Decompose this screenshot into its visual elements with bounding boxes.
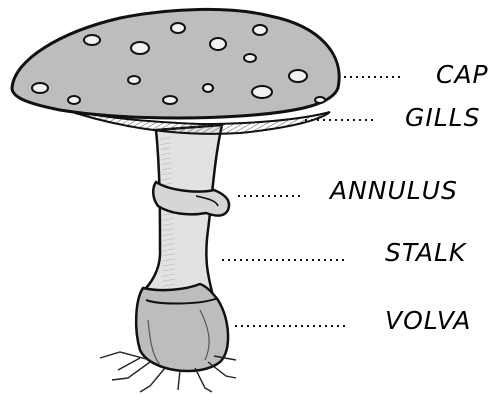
annulus-label: ANNULUS <box>330 176 458 205</box>
stalk-label: STALK <box>385 238 466 267</box>
volva-label: VOLVA <box>385 306 471 335</box>
cap-label: CAP <box>436 60 489 89</box>
volva <box>136 284 228 371</box>
cap <box>12 9 339 118</box>
gills-label: GILLS <box>405 103 480 132</box>
